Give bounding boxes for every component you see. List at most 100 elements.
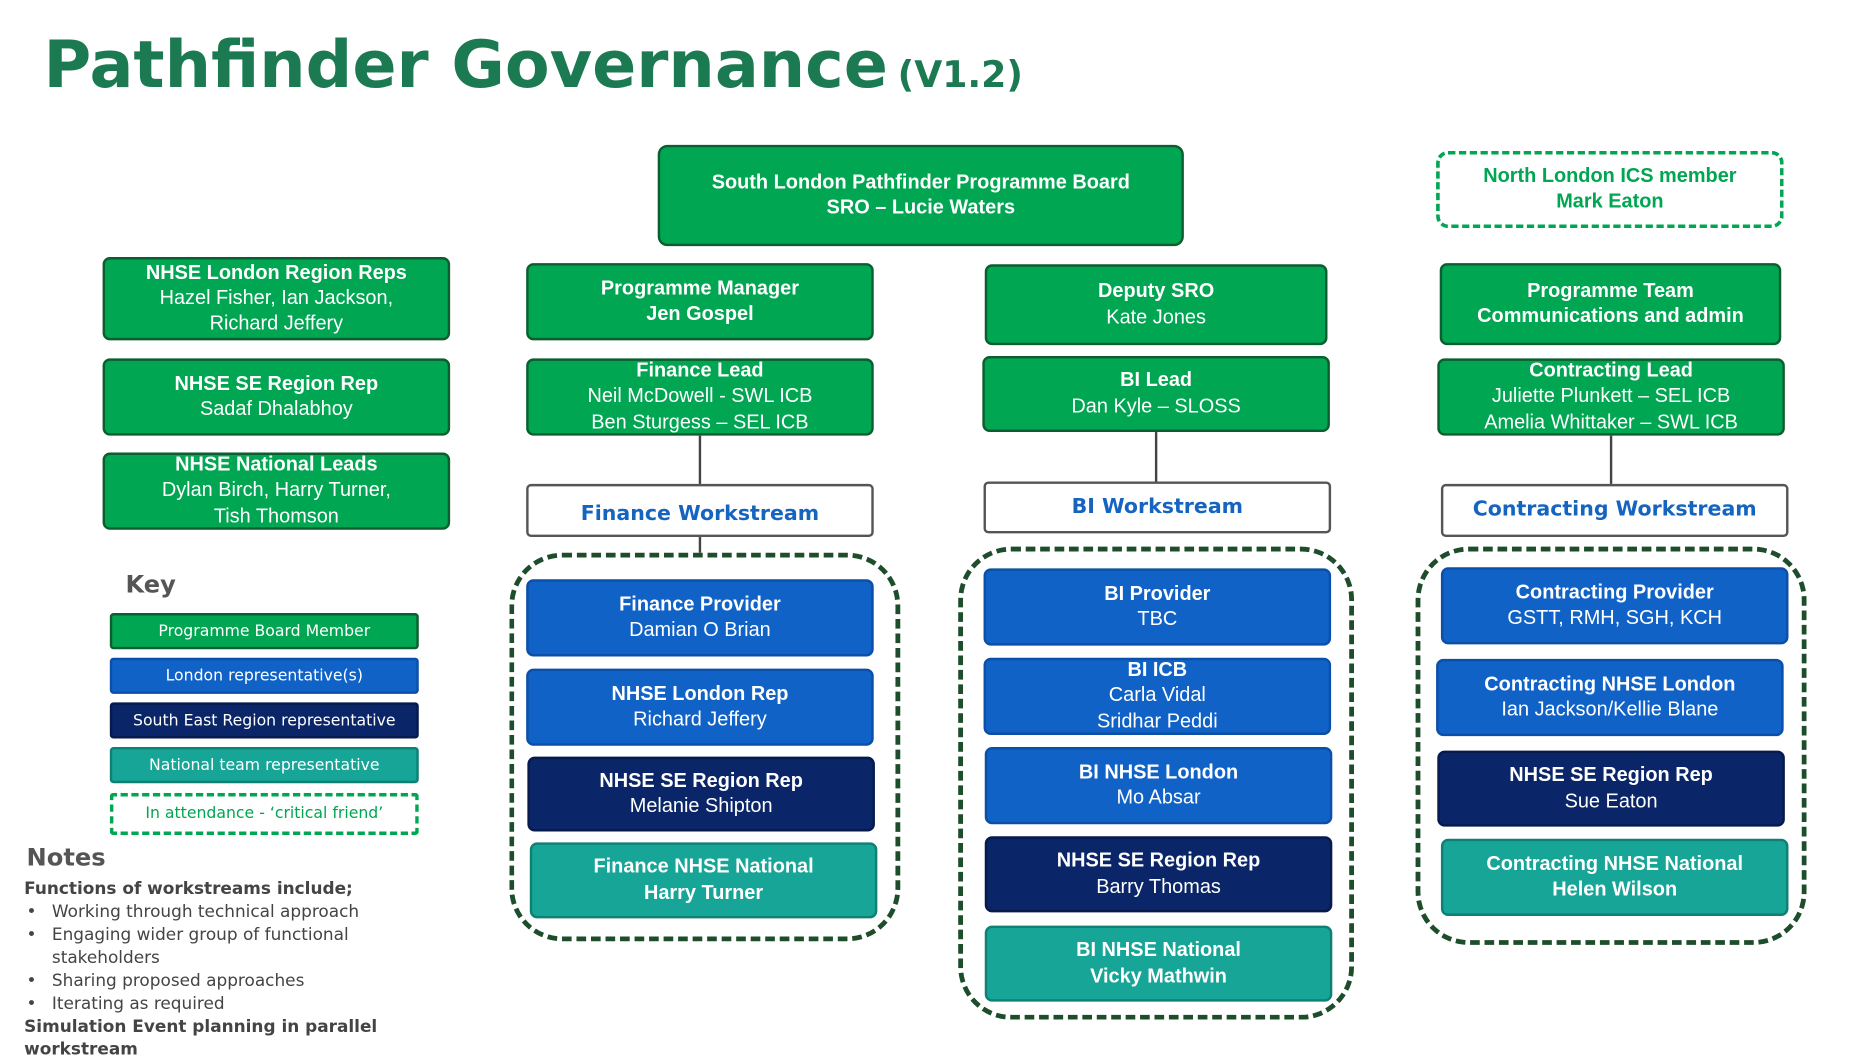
finance-lead-box: Finance Lead Neil McDowell - SWL ICB Ben… (526, 358, 874, 436)
bi-icb-name-2: Sridhar Peddi (1096, 710, 1218, 732)
finance-se-rep-box: NHSE SE Region Rep Melanie Shipton (527, 756, 875, 832)
contracting-national-box: Contracting NHSE National Helen Wilson (1440, 838, 1789, 916)
bi-london-box: BI NHSE London Mo Absar (984, 747, 1333, 825)
bi-provider-name: TBC (1137, 608, 1178, 630)
contracting-workstream-group (1415, 546, 1807, 945)
bi-national-box: BI NHSE National Vicky Mathwin (984, 925, 1333, 1002)
bi-lead-name: Dan Kyle – SLOSS (1071, 395, 1241, 417)
connector-contracting-lead (1609, 435, 1613, 484)
bi-icb-title: BI ICB (1127, 659, 1188, 682)
key-board-member: Programme Board Member (109, 613, 419, 650)
programme-team-box: Programme Team Communications and admin (1439, 263, 1782, 346)
contracting-provider-box: Contracting Provider GSTT, RMH, SGH, KCH (1440, 567, 1789, 645)
board-sro: SRO – Lucie Waters (826, 196, 1016, 219)
bi-workstream-label: BI Workstream (983, 481, 1332, 534)
notes-bullet: Engaging wider group of functional stake… (27, 924, 378, 970)
finance-national-box: Finance NHSE National Harry Turner (529, 842, 878, 919)
bi-lead-box: BI Lead Dan Kyle – SLOSS (982, 356, 1330, 433)
finance-workstream-text: Finance Workstream (580, 502, 820, 527)
notes-outro: Simulation Event planning in parallel wo… (24, 1017, 378, 1060)
nhse-national-leads-names: Dylan Birch, Harry Turner, (161, 479, 391, 502)
programme-manager-box: Programme Manager Jen Gospel (526, 263, 874, 341)
north-london-member-box: North London ICS member Mark Eaton (1436, 150, 1784, 229)
programme-team-title: Programme Team (1527, 279, 1694, 302)
programme-team-subtitle: Communications and admin (1477, 305, 1744, 328)
key-national-rep: National team representative (109, 747, 419, 784)
finance-london-rep-title: NHSE London Rep (611, 682, 789, 705)
connector-finance-group (698, 537, 702, 553)
finance-london-rep-name: Richard Jeffery (633, 708, 767, 731)
bi-national-title: BI NHSE National (1076, 939, 1241, 962)
notes-heading: Notes (26, 842, 106, 872)
contracting-london-box: Contracting NHSE London Ian Jackson/Kell… (1436, 658, 1784, 737)
contracting-lead-title: Contracting Lead (1529, 360, 1693, 382)
bi-provider-title: BI Provider (1104, 582, 1211, 605)
deputy-sro-name: Kate Jones (1106, 305, 1206, 328)
notes-bullet: Iterating as required (27, 993, 435, 1016)
programme-manager-title: Programme Manager (600, 277, 799, 300)
key-critical-friend: In attendance - ‘critical friend’ (109, 792, 419, 836)
finance-london-rep-box: NHSE London Rep Richard Jeffery (526, 668, 874, 746)
programme-manager-name: Jen Gospel (646, 302, 754, 325)
north-london-name: Mark Eaton (1556, 190, 1664, 213)
key-heading: Key (125, 569, 176, 599)
finance-provider-name: Damian O Brian (629, 619, 771, 641)
finance-workstream-label: Finance Workstream (526, 483, 874, 538)
bi-london-name: Mo Absar (1116, 786, 1201, 809)
notes-bullet: Working through technical approach (27, 901, 435, 924)
finance-se-rep-name: Melanie Shipton (629, 795, 773, 818)
contracting-workstream-text: Contracting Workstream (1472, 497, 1757, 522)
nhse-national-leads-title: NHSE National Leads (175, 454, 378, 476)
board-title: South London Pathfinder Programme Board (711, 171, 1130, 193)
connector-finance-lead (698, 435, 702, 484)
key-south-east-rep: South East Region representative (109, 702, 419, 739)
bi-lead-title: BI Lead (1120, 369, 1193, 392)
contracting-workstream-label: Contracting Workstream (1440, 483, 1789, 538)
contracting-london-title: Contracting NHSE London (1484, 673, 1736, 695)
finance-se-rep-title: NHSE SE Region Rep (599, 769, 803, 792)
nhse-national-leads-names-2: Tish Thomson (213, 505, 339, 527)
finance-national-title: Finance NHSE National (593, 856, 814, 878)
version-label: (V1.2) (897, 54, 1023, 97)
finance-provider-box: Finance Provider Damian O Brian (526, 579, 874, 657)
title-text: Pathfinder Governance (43, 26, 889, 103)
programme-board-box: South London Pathfinder Programme Board … (657, 144, 1184, 247)
finance-workstream-group (509, 552, 901, 942)
contracting-london-names: Ian Jackson/Kellie Blane (1501, 698, 1719, 721)
finance-lead-title: Finance Lead (636, 360, 764, 382)
deputy-sro-title: Deputy SRO (1098, 280, 1215, 303)
finance-provider-title: Finance Provider (619, 593, 781, 616)
contracting-national-name: Helen Wilson (1552, 878, 1678, 901)
contracting-national-title: Contracting NHSE National (1486, 853, 1744, 875)
bi-se-rep-title: NHSE SE Region Rep (1056, 850, 1261, 872)
bi-workstream-text: BI Workstream (1071, 494, 1244, 519)
deputy-sro-box: Deputy SRO Kate Jones (984, 264, 1328, 346)
connector-bi-lead (1154, 432, 1158, 482)
page-title: Pathfinder Governance(V1.2) (43, 27, 1022, 103)
contracting-lead-box: Contracting Lead Juliette Plunkett – SEL… (1437, 358, 1785, 436)
finance-national-name: Harry Turner (643, 881, 764, 904)
bi-se-rep-name: Barry Thomas (1096, 875, 1221, 898)
bi-icb-box: BI ICB Carla Vidal Sridhar Peddi (983, 657, 1332, 735)
nhse-london-reps-title: NHSE London Region Reps (145, 261, 407, 284)
nhse-se-rep-name: Sadaf Dhalabhoy (199, 398, 353, 420)
nhse-se-rep-title: NHSE SE Region Rep (174, 372, 379, 395)
bi-london-title: BI NHSE London (1078, 761, 1239, 784)
bi-se-rep-box: NHSE SE Region Rep Barry Thomas (984, 836, 1333, 913)
contracting-lead-name-2: Amelia Whittaker – SWL ICB (1484, 410, 1738, 433)
contracting-se-rep-title: NHSE SE Region Rep (1509, 764, 1713, 787)
contracting-se-rep-box: NHSE SE Region Rep Sue Eaton (1437, 750, 1785, 827)
notes-list: Working through technical approach Engag… (24, 901, 434, 1016)
nhse-national-leads-box: NHSE National Leads Dylan Birch, Harry T… (102, 452, 451, 530)
nhse-london-reps-names: Hazel Fisher, Ian Jackson, (159, 287, 394, 309)
contracting-lead-name-1: Juliette Plunkett – SEL ICB (1491, 385, 1731, 408)
contracting-se-rep-name: Sue Eaton (1564, 789, 1658, 812)
bi-icb-name-1: Carla Vidal (1108, 684, 1206, 707)
contracting-provider-title: Contracting Provider (1515, 581, 1714, 604)
notes-section: Functions of workstreams include; Workin… (24, 879, 434, 1062)
notes-intro: Functions of workstreams include; (24, 879, 353, 900)
notes-bullet: Sharing proposed approaches (27, 970, 435, 993)
nhse-london-reps-names-2: Richard Jeffery (209, 312, 344, 335)
north-london-title: North London ICS member (1483, 165, 1737, 187)
